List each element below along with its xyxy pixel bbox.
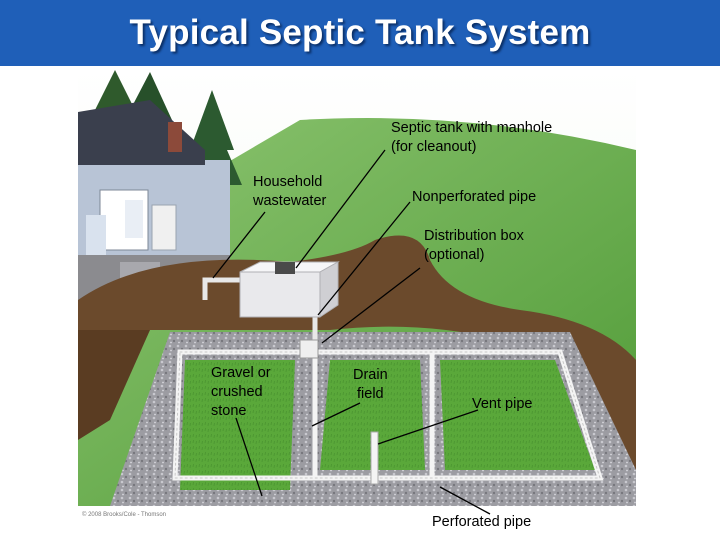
distribution-box — [299, 339, 319, 359]
label-septic-tank-line1: Septic tank with manhole — [391, 120, 553, 136]
label-nonperforated: Nonperforated pipe — [412, 189, 537, 205]
label-distribution: Distribution box (optional) — [424, 227, 524, 265]
title-bar: Typical Septic Tank System — [0, 0, 720, 66]
vent-pipe — [370, 431, 379, 485]
label-distribution-line1: Distribution box — [424, 228, 524, 244]
label-gravel-line3: stone — [211, 403, 247, 419]
label-gravel-line1: Gravel or — [211, 365, 271, 381]
label-gravel: Gravel or crushed stone — [211, 364, 271, 421]
copyright: © 2008 Brooks/Cole - Thomson — [82, 512, 167, 518]
chimney — [168, 122, 182, 152]
grass-strips — [180, 360, 595, 490]
label-household-line1: Household — [253, 174, 323, 190]
house-outlet-pipe — [202, 277, 245, 300]
label-drain-field-line1: Drain — [353, 367, 388, 383]
label-septic-tank: Septic tank with manhole (for cleanout) — [391, 119, 552, 157]
label-septic-tank-line2: (for cleanout) — [391, 139, 477, 155]
label-drain-field: Drain field — [353, 366, 388, 404]
label-distribution-line2: (optional) — [424, 247, 485, 263]
page-title: Typical Septic Tank System — [129, 13, 591, 52]
label-gravel-line2: crushed — [211, 384, 263, 400]
soil — [78, 235, 636, 506]
label-perforated: Perforated pipe — [432, 514, 532, 530]
leader-lines — [212, 149, 491, 515]
perforated-pipe — [172, 349, 604, 481]
label-vent-pipe: Vent pipe — [472, 396, 533, 412]
label-household: Household wastewater — [253, 173, 326, 211]
label-drain-field-line2: field — [357, 386, 384, 402]
label-household-line2: wastewater — [253, 193, 327, 209]
septic-tank — [239, 261, 340, 318]
